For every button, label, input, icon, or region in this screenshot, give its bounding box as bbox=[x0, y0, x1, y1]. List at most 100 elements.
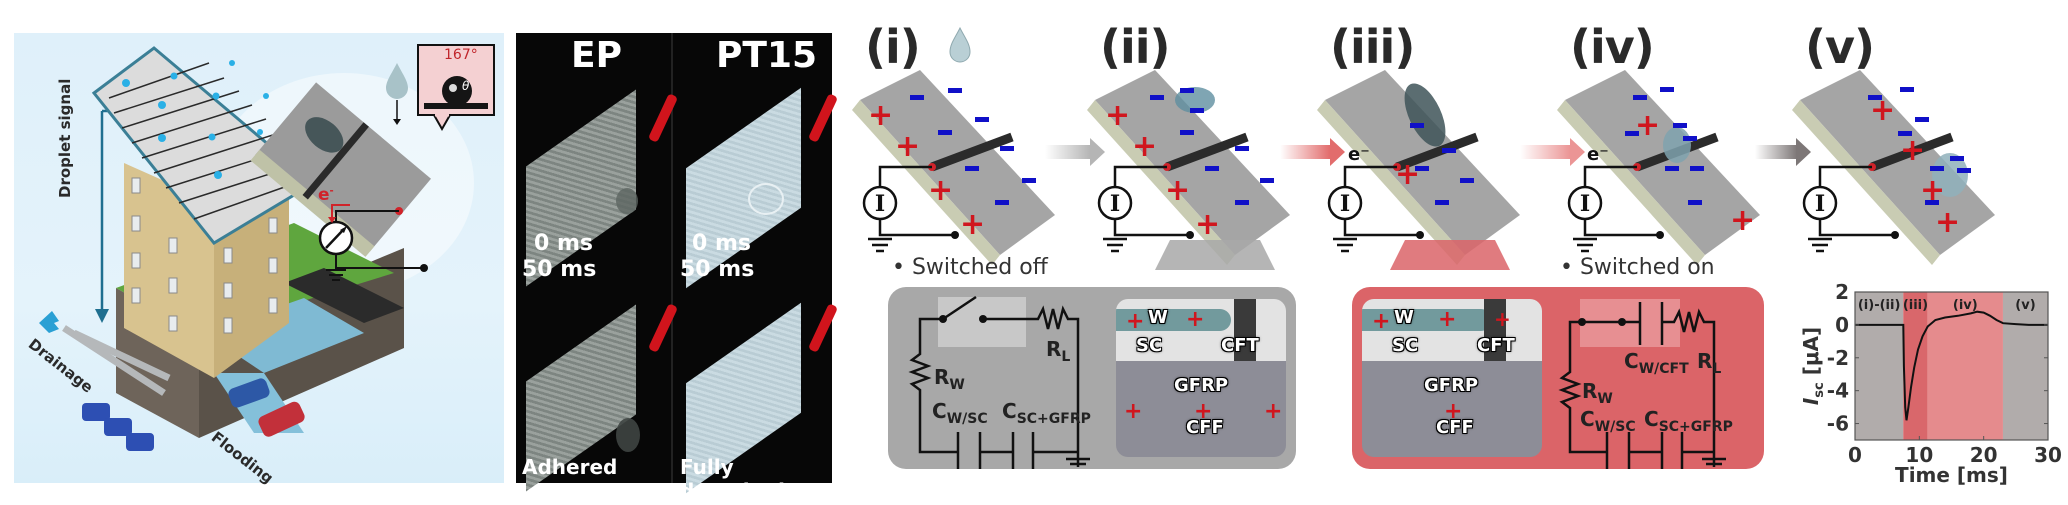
photo-divider bbox=[671, 33, 673, 483]
y-tick-label: -4 bbox=[1827, 379, 1849, 403]
cwsc-label: CW/SC bbox=[1580, 407, 1636, 435]
step-label-iii: (iii) bbox=[1330, 20, 1415, 74]
series-line-Isc bbox=[1855, 310, 2048, 421]
x-tick-label: 30 bbox=[2034, 443, 2062, 467]
car-red bbox=[258, 401, 305, 437]
layer-sc-label: SC bbox=[1392, 335, 1419, 356]
spreading-droplet bbox=[1175, 87, 1215, 113]
panel-b-droplet-photos: EP PT15 0 ms 50 ms 0 ms 50 ms Adhered Fu… bbox=[516, 33, 839, 503]
cff-charge: + bbox=[1124, 399, 1143, 424]
region-label: (v) bbox=[2015, 298, 2035, 313]
negative-charges bbox=[910, 87, 1971, 205]
cscgfrp-label: CSC+GFRP bbox=[1644, 407, 1733, 435]
region-label: (i)-(ii) bbox=[1858, 298, 1901, 313]
plot-frame bbox=[1854, 291, 2049, 441]
svg-text:+: + bbox=[1935, 205, 1960, 240]
drainage-pumps bbox=[62, 325, 171, 451]
svg-text:+: + bbox=[1920, 173, 1945, 208]
water-layer bbox=[1362, 309, 1492, 331]
chart-region-3 bbox=[2002, 292, 2048, 440]
device-step-iii bbox=[1317, 70, 1520, 265]
layer-cft-label: CFT bbox=[1221, 335, 1259, 356]
needle-icon bbox=[647, 303, 679, 353]
cft-charge: + bbox=[1494, 307, 1511, 331]
rl-label: RL bbox=[1046, 337, 1071, 365]
svg-text:+: + bbox=[1730, 203, 1755, 238]
ep-droplet-0ms bbox=[616, 188, 638, 214]
step-label-iv: (iv) bbox=[1570, 20, 1655, 74]
layer-sc-label: SC bbox=[1136, 335, 1163, 356]
switched-on-callout-funnel bbox=[1390, 240, 1510, 270]
svg-text:+: + bbox=[1635, 108, 1660, 143]
switched-off-title: • Switched off bbox=[892, 255, 1048, 280]
svg-text:+: + bbox=[868, 98, 893, 133]
rain-droplets bbox=[122, 60, 269, 179]
cross-section-off: W SC CFT GFRP CFF + + + + + bbox=[1116, 299, 1286, 457]
theta-label: θ bbox=[462, 79, 470, 93]
svg-text:+: + bbox=[960, 207, 985, 242]
load-resistor-icon bbox=[983, 305, 1080, 467]
step-arrow-iv-v bbox=[1755, 138, 1811, 166]
needle-icon bbox=[647, 93, 679, 143]
cscgfrp-label: CSC+GFRP bbox=[1002, 399, 1091, 427]
gfrp-cff-layer bbox=[1116, 361, 1286, 457]
water-layer bbox=[1116, 309, 1231, 331]
device-step-v bbox=[1792, 70, 1995, 265]
switched-on-circuit bbox=[1558, 299, 1726, 469]
ep-droplet-50ms bbox=[616, 418, 640, 452]
switched-off-panel: RL RW CW/SC CSC+GFRP W SC CFT GFRP CFF +… bbox=[888, 287, 1296, 469]
ep-time-0ms: 0 ms bbox=[534, 231, 593, 256]
contact-angle-value: 167° bbox=[444, 47, 478, 63]
svg-text:+: + bbox=[1165, 173, 1190, 208]
pt15-droplet-0ms bbox=[748, 183, 784, 215]
svg-text:+: + bbox=[1195, 207, 1220, 242]
switched-off-callout-funnel bbox=[1155, 240, 1275, 270]
switched-on-title: • Switched on bbox=[1560, 255, 1715, 280]
layer-cff-label: CFF bbox=[1436, 417, 1474, 438]
needle-icon bbox=[807, 303, 839, 353]
switched-off-circuit bbox=[908, 295, 1090, 469]
x-tick-label: 10 bbox=[1905, 443, 1933, 467]
layer-gfrp-label: GFRP bbox=[1424, 375, 1479, 396]
pt15-result: Fully detached bbox=[680, 455, 785, 503]
open-switch-icon bbox=[942, 295, 977, 321]
receding-droplet bbox=[1663, 127, 1691, 163]
departed-droplet bbox=[1932, 153, 1968, 197]
cross-section-on: W SC CFT GFRP CFF + + + + bbox=[1362, 299, 1542, 457]
pt15-time-50ms: 50 ms bbox=[680, 257, 755, 282]
electron-label-iv: e⁻ bbox=[1587, 144, 1609, 165]
region-label: (iii) bbox=[1903, 298, 1928, 313]
region-label: (iv) bbox=[1953, 298, 1978, 313]
y-tick-label: 2 bbox=[1835, 280, 1849, 304]
cwsc-label: CW/SC bbox=[932, 399, 988, 427]
pt15-time-0ms: 0 ms bbox=[692, 231, 751, 256]
pt15-title: PT15 bbox=[716, 35, 818, 76]
electron-label: e- bbox=[318, 185, 334, 205]
cff-charge: + bbox=[1444, 399, 1463, 424]
load-resistor-icon bbox=[1662, 308, 1716, 467]
panel-c-mechanism: (i) (ii) (iii) (iv) (v) I bbox=[850, 0, 2068, 501]
step-arrow-iii-iv bbox=[1520, 138, 1585, 166]
svg-text:+: + bbox=[1105, 98, 1130, 133]
w-charge: + bbox=[1186, 307, 1205, 332]
needle-icon bbox=[807, 93, 839, 143]
step-arrow-i-ii bbox=[1045, 138, 1105, 166]
ground-icon bbox=[326, 269, 346, 281]
rl-label: RL bbox=[1697, 349, 1722, 377]
layer-cft-label: CFT bbox=[1477, 335, 1515, 356]
rw-label: RW bbox=[934, 365, 965, 393]
building-scene bbox=[39, 44, 495, 451]
x-tick-label: 20 bbox=[1970, 443, 1998, 467]
positive-charges: ++++ ++++ + ++ ++++ bbox=[868, 93, 1960, 242]
layer-w-label: W bbox=[1148, 307, 1168, 328]
electron-label-iii: e⁻ bbox=[1348, 144, 1370, 165]
switched-on-panel: W SC CFT GFRP CFF + + + + CW bbox=[1352, 287, 1764, 469]
water-droplet-icon bbox=[386, 63, 408, 99]
svg-text:+: + bbox=[928, 173, 953, 208]
drainage-arrow-icon bbox=[39, 311, 59, 333]
device-step-ii bbox=[1087, 70, 1290, 265]
falling-droplet-icon bbox=[949, 26, 971, 63]
rw-label: RW bbox=[1582, 379, 1613, 407]
